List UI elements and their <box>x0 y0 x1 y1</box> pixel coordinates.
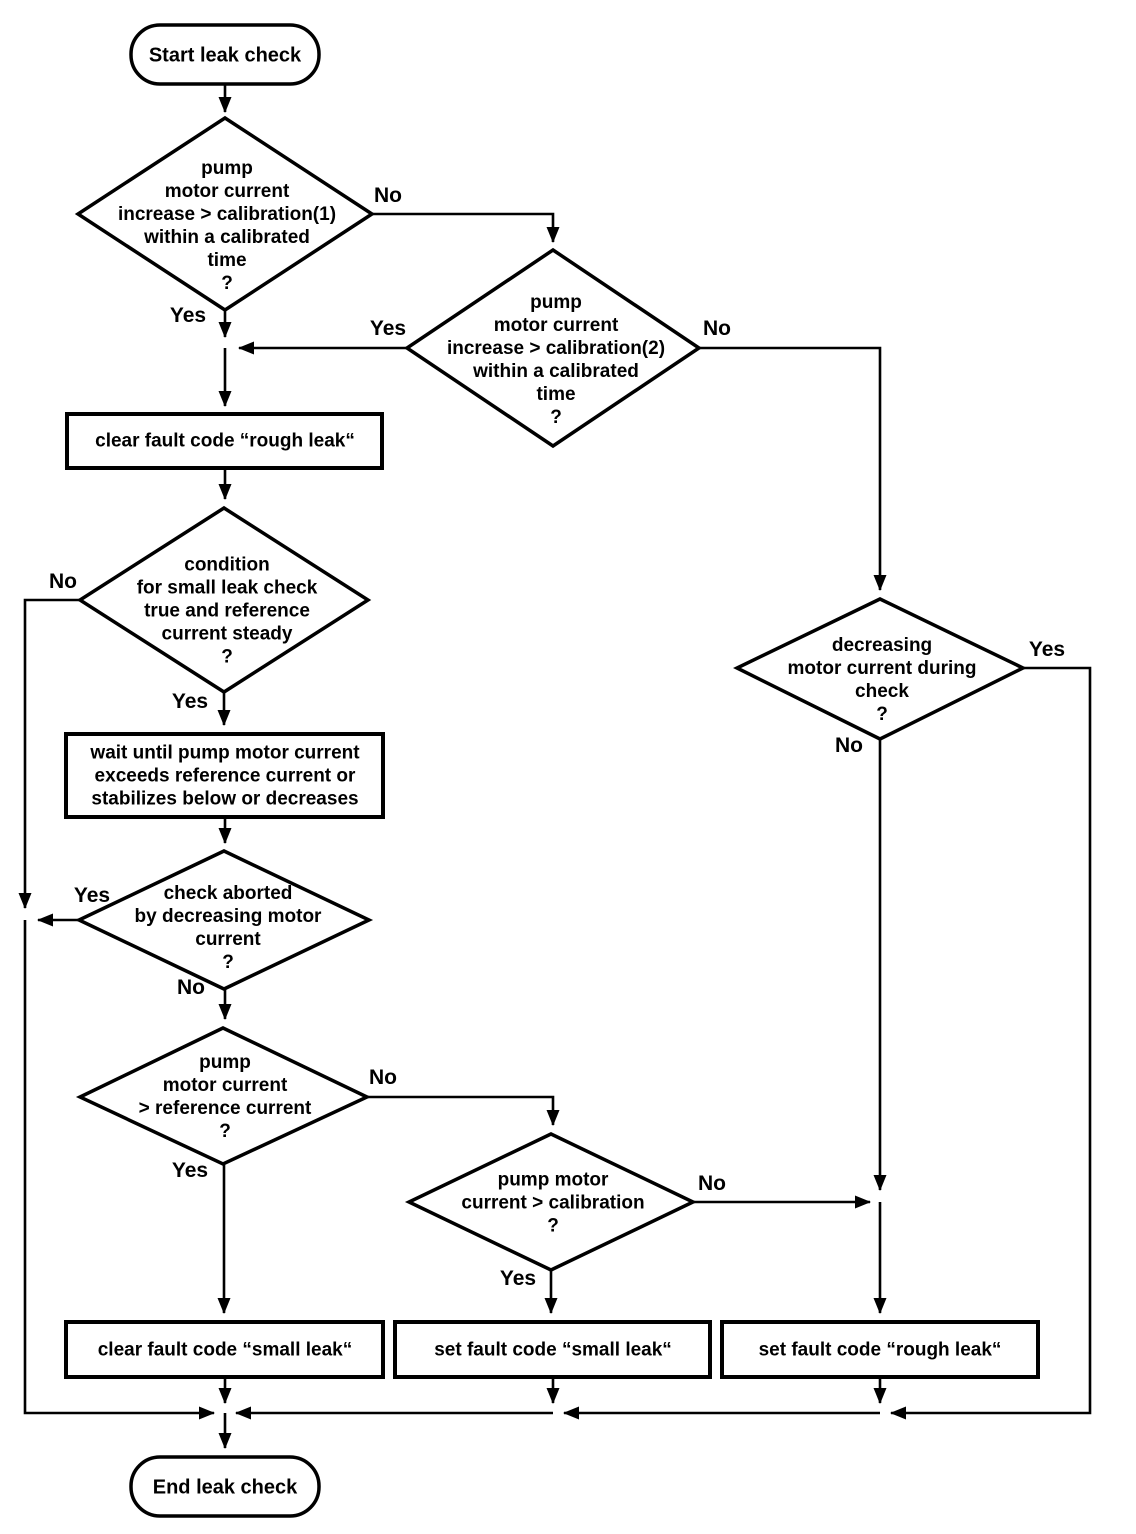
process-clear-small-leak <box>64 1320 385 1379</box>
clear-small-leak-label: clear fault code “small leak“ <box>97 1339 353 1361</box>
edge-label-d7-no: No <box>698 1172 726 1195</box>
set-rough-leak-label: set fault code “rough leak“ <box>758 1339 1002 1361</box>
edge-label-d1-no: No <box>374 184 402 207</box>
process-set-small-leak <box>393 1320 712 1379</box>
decision-greater-calibration <box>404 1132 698 1272</box>
decision-small-leak-condition <box>76 505 372 695</box>
process-wait <box>64 732 385 819</box>
edge-label-d2-no: No <box>703 317 731 340</box>
edge-label-d6-no: No <box>835 734 863 757</box>
edge-label-d4-yes: Yes <box>73 884 111 907</box>
edge-d5-no <box>367 1095 560 1126</box>
edge-d3-no <box>18 598 80 909</box>
decision-cal1 <box>74 115 376 313</box>
set-small-leak-label: set fault code “small leak“ <box>434 1339 672 1361</box>
edge-label-d4-no: No <box>177 976 205 999</box>
wait-box-label: wait until pump motor current exceeds re… <box>90 742 360 810</box>
edge-label-d5-yes: Yes <box>171 1159 209 1182</box>
greater-calibration-label: pump motor current > calibration ? <box>461 1169 645 1237</box>
flowchart-edges <box>18 84 1092 1449</box>
end-node-label: End leak check <box>152 1476 298 1499</box>
decision-cal2-label: pump motor current increase > calibratio… <box>446 292 666 428</box>
start-node-label: Start leak check <box>148 44 302 67</box>
edge-d1-no <box>372 212 560 243</box>
decreasing-during-check-label: decreasing motor current during check ? <box>787 635 977 725</box>
clear-rough-leak-label: clear fault code “rough leak“ <box>95 430 355 452</box>
check-aborted-label: check aborted by decreasing motor curren… <box>134 883 322 973</box>
edge-label-d7-yes: Yes <box>499 1267 537 1290</box>
edge-label-d1-yes: Yes <box>169 304 207 327</box>
small-leak-condition-label: condition for small leak check true and … <box>136 554 318 668</box>
edge-label-d6-yes: Yes <box>1028 638 1066 661</box>
decision-cal1-label: pump motor current increase > calibratio… <box>117 158 337 294</box>
edge-label-d5-no: No <box>369 1066 397 1089</box>
process-set-rough-leak <box>720 1320 1040 1379</box>
flowchart-shapes <box>64 23 1040 1518</box>
greater-reference-label: pump motor current > reference current ? <box>138 1052 312 1142</box>
decision-cal2 <box>403 247 703 449</box>
start-terminator <box>129 23 321 86</box>
edge-label-d3-yes: Yes <box>171 690 209 713</box>
edge-left-rail-to-merge <box>23 920 215 1420</box>
end-terminator <box>129 1455 321 1518</box>
process-clear-rough-leak <box>65 412 384 470</box>
edge-d6-yes <box>890 666 1092 1420</box>
edge-d2-no <box>699 346 887 591</box>
edge-label-d3-no: No <box>49 570 77 593</box>
decision-check-aborted <box>74 849 374 991</box>
edge-label-d2-yes: Yes <box>369 317 407 340</box>
decision-decreasing-during-check <box>733 597 1027 741</box>
decision-greater-reference <box>75 1026 372 1166</box>
